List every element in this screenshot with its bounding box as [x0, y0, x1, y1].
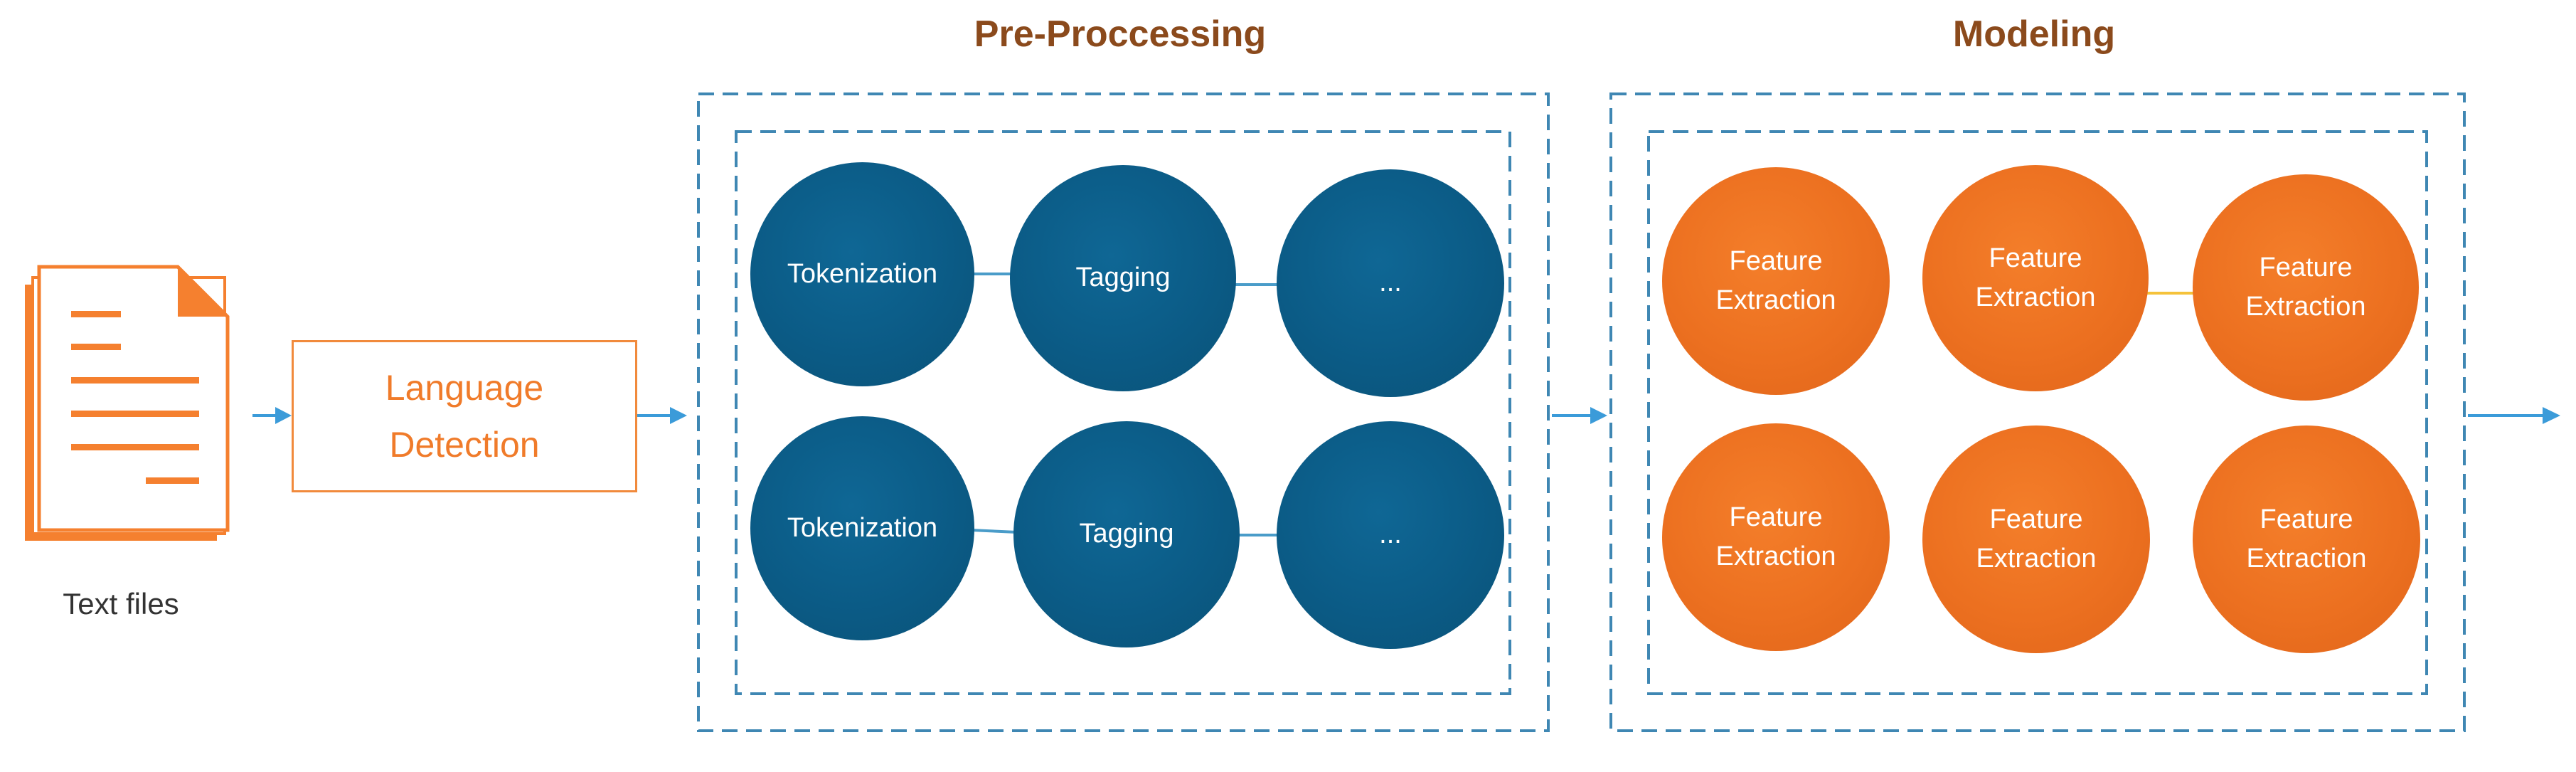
modeling-node-feature-extraction: Feature Extraction [1662, 167, 1890, 395]
preprocessing-outer-frame [697, 92, 1550, 732]
arrowhead-4 [2543, 407, 2560, 424]
preprocessing-inner-frame [735, 130, 1511, 695]
node-label-line1: Feature [1729, 502, 1823, 532]
node-label-line1: Feature [2260, 504, 2353, 534]
preprocessing-node-tokenization: Tokenization [750, 162, 974, 386]
node-label-line2: Extraction [1975, 282, 2096, 312]
modeling-node-feature-extraction: Feature Extraction [1922, 425, 2150, 653]
modeling-node-feature-extraction: Feature Extraction [1922, 165, 2149, 391]
node-label: Tagging [1079, 519, 1174, 549]
preprocessing-node-more: ... [1277, 169, 1504, 397]
preprocessing-node-tagging: Tagging [1010, 165, 1236, 391]
node-label: Tagging [1075, 263, 1171, 293]
node-label-line2: Extraction [2246, 544, 2367, 573]
arrowhead-3 [1590, 407, 1607, 424]
text-document-icon [25, 265, 230, 541]
preprocessing-node-tokenization: Tokenization [750, 416, 974, 640]
modeling-node-feature-extraction: Feature Extraction [1662, 423, 1890, 651]
modeling-inner-frame [1647, 130, 2428, 695]
node-label-line1: Feature [1989, 243, 2082, 273]
language-detection-line2: Detection [389, 425, 540, 465]
node-label: Tokenization [787, 512, 938, 543]
node-label-line1: Feature [1989, 504, 2083, 534]
node-label-line1: Feature [2259, 252, 2353, 282]
modeling-node-feature-extraction: Feature Extraction [2193, 425, 2420, 653]
language-detection-line1: Language [385, 368, 544, 408]
flow-arrows [252, 407, 2560, 424]
node-label-line2: Extraction [2245, 292, 2366, 322]
arrowhead-2 [670, 407, 687, 424]
preprocessing-node-more: ... [1277, 421, 1504, 649]
node-label: Tokenization [787, 258, 938, 289]
node-label-line2: Extraction [1715, 541, 1836, 571]
node-label: ... [1379, 268, 1402, 298]
node-label-line2: Extraction [1976, 544, 2097, 573]
arrowhead-1 [275, 407, 292, 424]
preprocessing-connectors [970, 273, 1280, 536]
modeling-outer-frame [1609, 92, 2466, 732]
node-label: ... [1379, 519, 1402, 550]
preprocessing-title: Pre-Proccessing [974, 14, 1267, 55]
input-label: Text files [63, 587, 179, 620]
modeling-node-feature-extraction: Feature Extraction [2193, 174, 2419, 401]
preprocessing-node-tagging: Tagging [1013, 421, 1240, 647]
node-label-line2: Extraction [1715, 285, 1836, 315]
node-label-line1: Feature [1729, 245, 1823, 276]
modeling-title: Modeling [1952, 14, 2116, 55]
language-detection-box: Language Detection [292, 340, 637, 492]
